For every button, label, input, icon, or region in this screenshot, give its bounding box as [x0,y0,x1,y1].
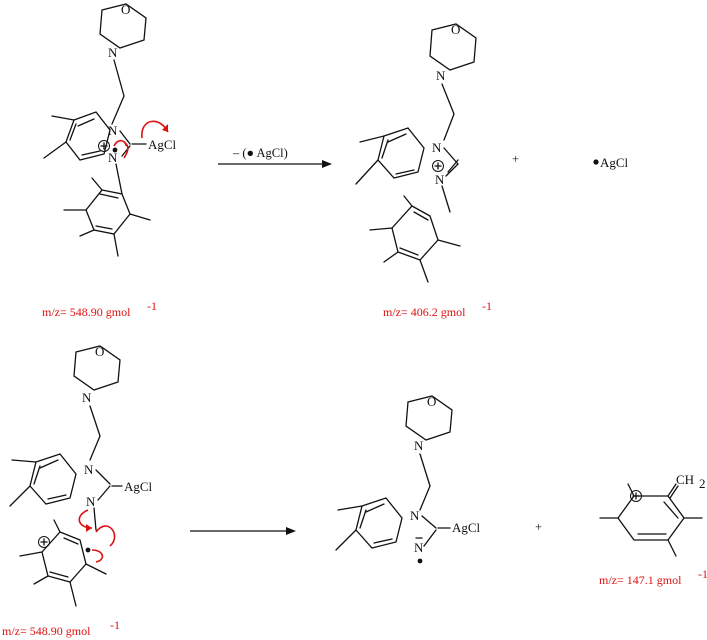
product-1-benzimidazolium: O N N N m/z= 406.2 gmol -1 [355,22,492,319]
atom-N: N [432,140,442,155]
reaction-arrow-2 [190,527,296,535]
atom-AgCl: AgCl [452,520,481,535]
product-2-agcl-complex: O N N N AgCl [335,394,481,564]
reactant-1-complex: O N N N AgCl m/z= 54 [42,2,177,319]
atom-N: N [436,68,446,83]
atom-N: N [86,494,96,509]
atom-O: O [451,22,460,37]
ch2-subscript: 2 [699,476,706,491]
reactant-2-complex: O N N N AgCl m/z= 548.90 gmol - [2,344,153,638]
atom-N: N [82,390,92,405]
mz-exponent: -1 [110,618,120,632]
atom-AgCl: AgCl [124,479,153,494]
plus-sign: + [535,520,542,534]
mz-label-fragment: m/z= 147.1 gmol [599,573,682,587]
atom-N: N [435,172,445,187]
fragment-mesityl-cation: CH 2 m/z= 147.1 gmol -1 [599,472,707,587]
mz-exponent: -1 [698,567,707,581]
atom-N: N [108,150,118,165]
mz-label-product-1: m/z= 406.2 gmol [383,305,466,319]
mz-exponent: -1 [482,299,492,313]
atom-N: N [414,540,424,555]
mz-label-reactant-2: m/z= 548.90 gmol [2,624,91,638]
atom-N: N [84,462,94,477]
byproduct-agcl-radical: AgCl [593,155,629,170]
atom-O: O [427,394,436,409]
atom-O: O [95,344,104,359]
atom-N: N [414,438,424,453]
reaction-arrow-1: – (● AgCl) [218,146,332,168]
plus-sign: + [512,152,519,166]
atom-AgCl: AgCl [600,155,629,170]
atom-N: N [108,45,118,60]
mz-label-reactant-1: m/z= 548.90 gmol [42,305,131,319]
ch2-label: CH [676,472,694,487]
atom-N: N [410,508,420,523]
mz-exponent: -1 [147,299,157,313]
atom-O: O [121,2,130,17]
atom-N: N [108,123,118,138]
reagent-label: – (● AgCl) [232,146,288,160]
atom-AgCl: AgCl [148,137,177,152]
